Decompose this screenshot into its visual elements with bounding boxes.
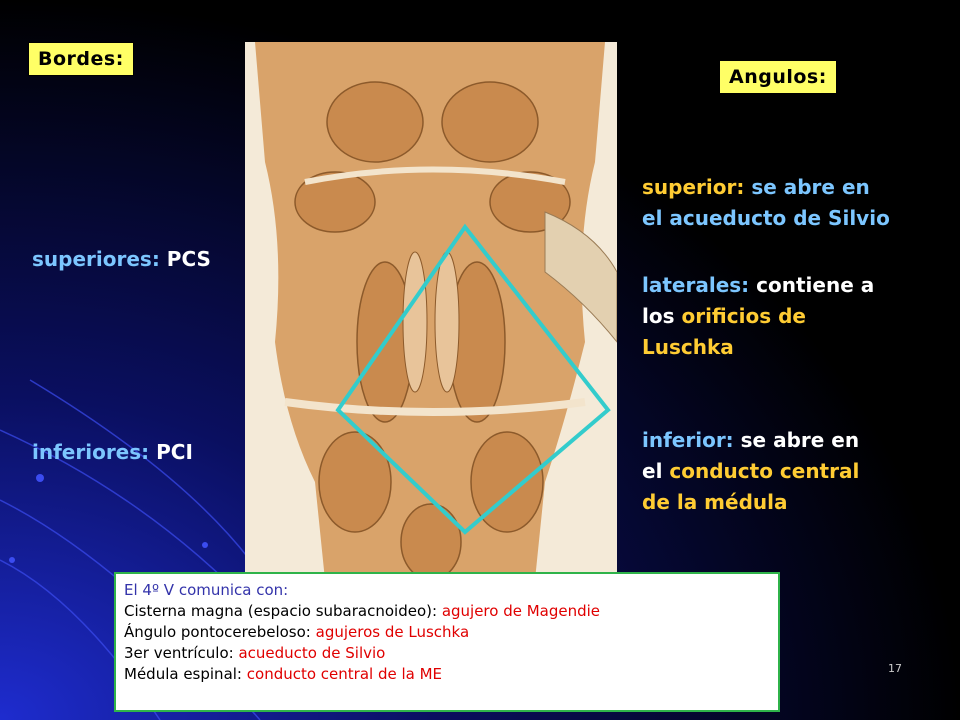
info-row-value: acueducto de Silvio bbox=[238, 644, 386, 662]
superiores-value: PCS bbox=[166, 247, 211, 271]
brainstem-anatomy-image bbox=[245, 42, 617, 580]
angulo-inferior-p4: de la médula bbox=[642, 490, 788, 514]
angulos-label: Angulos: bbox=[719, 60, 837, 94]
angulo-inferior-p2: el bbox=[642, 459, 663, 483]
angulo-laterales-p4: Luschka bbox=[642, 335, 734, 359]
angulo-laterales-p3: orificios de bbox=[681, 304, 806, 328]
comunicaciones-box: El 4º V comunica con: Cisterna magna (es… bbox=[114, 572, 780, 712]
angulo-superior: superior: se abre en el acueducto de Sil… bbox=[642, 172, 942, 234]
info-row: Cisterna magna (espacio subaracnoideo): … bbox=[124, 601, 770, 622]
info-row: Médula espinal: conducto central de la M… bbox=[124, 664, 770, 685]
info-row: 3er ventrículo: acueducto de Silvio bbox=[124, 643, 770, 664]
angulo-laterales-p1: contiene a bbox=[756, 273, 875, 297]
angulo-inferior-p3: conducto central bbox=[669, 459, 860, 483]
angulo-laterales: laterales: contiene a los orificios de L… bbox=[642, 270, 942, 363]
page-number: 17 bbox=[888, 662, 902, 675]
info-row-value: agujeros de Luschka bbox=[315, 623, 470, 641]
inferiores-value: PCI bbox=[156, 440, 193, 464]
bordes-label: Bordes: bbox=[28, 42, 134, 76]
angulo-superior-p2: el acueducto de Silvio bbox=[642, 206, 890, 230]
bordes-inferiores: inferiores: PCI bbox=[32, 437, 193, 468]
info-row-value: agujero de Magendie bbox=[441, 602, 601, 620]
info-title: El 4º V comunica con: bbox=[124, 581, 289, 599]
inferiores-key: inferiores: bbox=[32, 440, 150, 464]
info-row-key: Cisterna magna (espacio subaracnoideo): bbox=[124, 602, 438, 620]
angulo-inferior-p1: se abre en bbox=[740, 428, 860, 452]
angulo-laterales-key: laterales: bbox=[642, 273, 750, 297]
info-row: Ángulo pontocerebeloso: agujeros de Lusc… bbox=[124, 622, 770, 643]
info-row-key: Ángulo pontocerebeloso: bbox=[124, 623, 311, 641]
info-row-key: Médula espinal: bbox=[124, 665, 242, 683]
info-row-key: 3er ventrículo: bbox=[124, 644, 234, 662]
angulo-inferior: inferior: se abre en el conducto central… bbox=[642, 425, 942, 518]
bordes-superiores: superiores: PCS bbox=[32, 244, 211, 275]
angulo-superior-p1: se abre en bbox=[751, 175, 870, 199]
angulo-laterales-p2: los bbox=[642, 304, 675, 328]
angulo-inferior-key: inferior: bbox=[642, 428, 734, 452]
info-row-value: conducto central de la ME bbox=[246, 665, 443, 683]
superiores-key: superiores: bbox=[32, 247, 160, 271]
angulo-superior-key: superior: bbox=[642, 175, 745, 199]
